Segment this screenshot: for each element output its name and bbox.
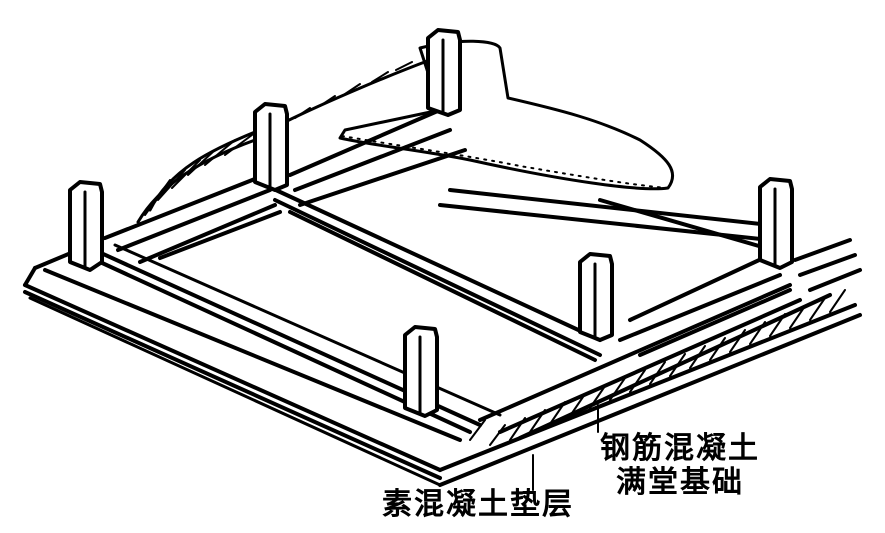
column — [426, 28, 462, 117]
label-raft-foundation: 满堂基础 — [616, 465, 744, 500]
label-plain-concrete-cushion: 素混凝土垫层 — [382, 487, 574, 522]
leader-lines — [532, 404, 599, 491]
column — [253, 102, 289, 192]
column — [68, 180, 104, 272]
column — [758, 177, 794, 270]
column — [578, 252, 614, 342]
column — [403, 325, 439, 418]
label-reinforced-concrete: 钢筋混凝土 — [600, 431, 760, 466]
concrete-cushion — [469, 289, 846, 446]
columns — [68, 28, 794, 418]
foundation-beams — [43, 108, 862, 442]
